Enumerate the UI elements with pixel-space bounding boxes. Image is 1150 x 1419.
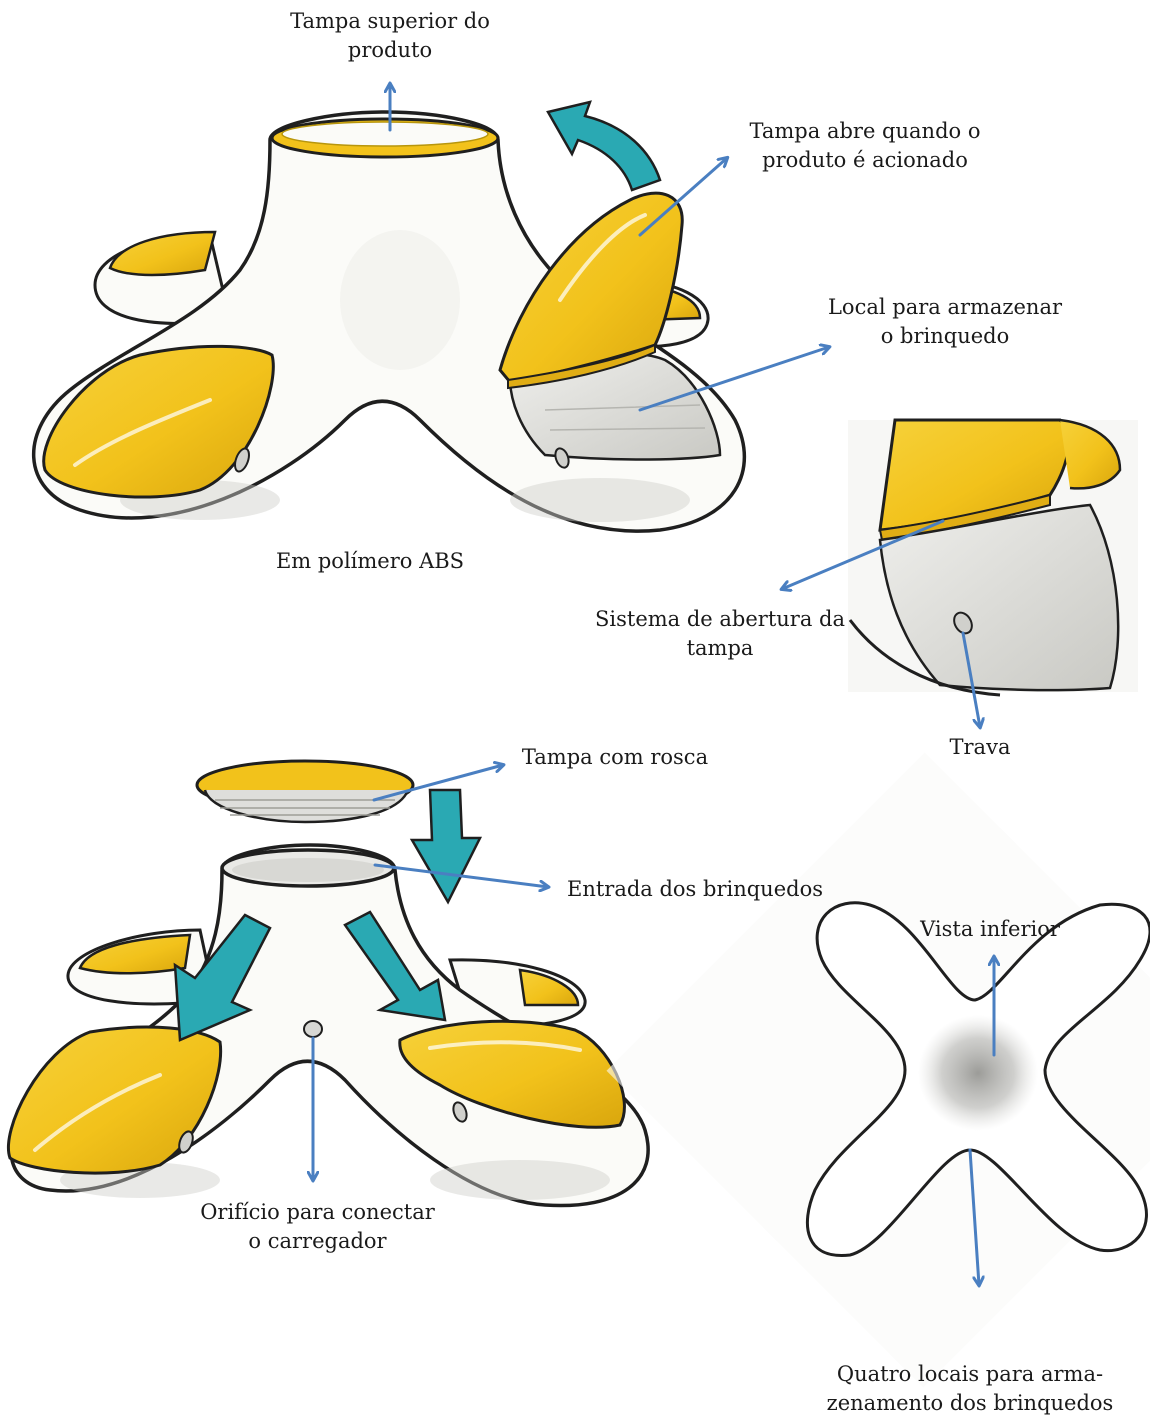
label-top-cover: Tampa superior do produto [255, 7, 525, 65]
back-left-lid [110, 232, 215, 275]
label-toy-entrance: Entrada dos brinquedos [555, 875, 835, 904]
bottom-shade [918, 1015, 1038, 1131]
label-line: Vista inferior [890, 915, 1090, 944]
label-lid-opens: Tampa abre quando o produto é acionado [720, 117, 1010, 175]
label-line: Tampa abre quando o [720, 117, 1010, 146]
label-opening-system: Sistema de abertura da tampa [580, 605, 860, 663]
bottom-view-sketch [607, 753, 1150, 1388]
label-line: tampa [580, 634, 860, 663]
bottom-front-left-lid [8, 1027, 220, 1173]
label-line: produto é acionado [720, 146, 1010, 175]
label-line: zenamento dos brinquedos [800, 1389, 1140, 1418]
label-line: Trava [920, 733, 1040, 762]
label-four-storage: Quatro locais para arma- zenamento dos b… [800, 1360, 1140, 1418]
label-lock: Trava [920, 733, 1040, 762]
label-line: Quatro locais para arma- [800, 1360, 1140, 1389]
label-storage-place: Local para armazenar o brinquedo [800, 293, 1090, 351]
top-product-sketch [34, 102, 745, 531]
label-line: Entrada dos brinquedos [555, 875, 835, 904]
teal-arrow-cap-down [412, 790, 480, 902]
label-line: o carregador [185, 1227, 450, 1256]
charger-hole [304, 1021, 322, 1037]
label-charger-hole: Orifício para conectar o carregador [185, 1198, 450, 1256]
label-line: Orifício para conectar [185, 1198, 450, 1227]
label-line: Tampa com rosca [505, 743, 725, 772]
label-line: Sistema de abertura da [580, 605, 860, 634]
label-line: o brinquedo [800, 322, 1090, 351]
label-line: Tampa superior do [255, 7, 525, 36]
teal-opening-arrow [548, 102, 660, 190]
label-material: Em polímero ABS [245, 547, 495, 576]
label-line: Em polímero ABS [245, 547, 495, 576]
label-line: produto [255, 36, 525, 65]
label-line: Local para armazenar [800, 293, 1090, 322]
label-threaded-cap: Tampa com rosca [505, 743, 725, 772]
label-bottom-view: Vista inferior [890, 915, 1090, 944]
bottom-product-sketch [8, 761, 648, 1206]
detail-closeup [848, 420, 1138, 695]
